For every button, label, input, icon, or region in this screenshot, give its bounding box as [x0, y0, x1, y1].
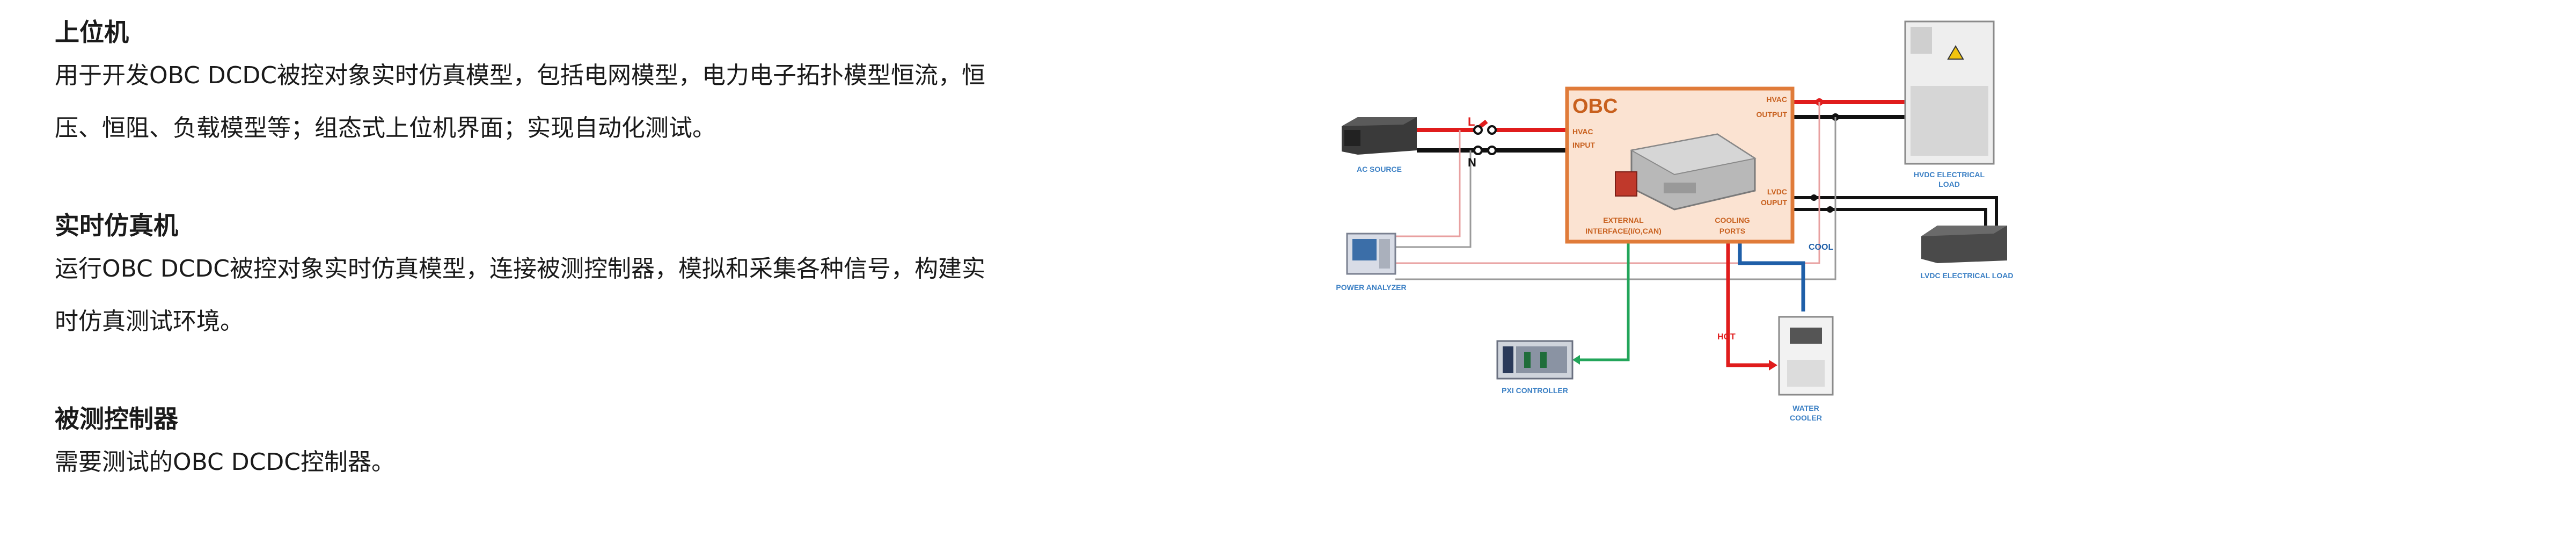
- lvdc-load-device: [1921, 226, 2007, 263]
- line-l-label: L: [1468, 115, 1475, 128]
- hvac-output-label: OUTPUT: [1756, 110, 1787, 119]
- system-diagram-svg: OBC HVAC INPUT HVAC OUTPUT LVDC OUPUT EX…: [1336, 20, 2014, 422]
- junction: [1811, 194, 1817, 201]
- lvdc-load-label: LVDC ELECTRICAL LOAD: [1921, 271, 2014, 280]
- section-line: 需要测试的OBC DCDC控制器。: [55, 448, 395, 476]
- wire-io: [1578, 242, 1630, 361]
- ac-source-device: [1342, 117, 1417, 155]
- section-title-rt-simulator: 实时仿真机: [55, 211, 178, 240]
- section-line: 压、恒阻、负载模型等；组态式上位机界面；实现自动化测试。: [55, 114, 716, 142]
- arrow-head: [1572, 355, 1580, 365]
- water-cooler-device: [1778, 316, 1834, 396]
- ac-source-label: AC SOURCE: [1357, 165, 1402, 173]
- pxi-controller-label: PXI CONTROLLER: [1502, 386, 1568, 395]
- wire-hot: [1726, 242, 1771, 367]
- section-line: 时仿真测试环境。: [55, 308, 244, 335]
- switch-node: [1473, 125, 1483, 135]
- section-line: 运行OBC DCDC被控对象实时仿真模型，连接被测控制器，模拟和采集各种信号，构…: [55, 255, 985, 282]
- cooling-ports-label: COOLING: [1715, 216, 1750, 224]
- probe-line: [1395, 102, 1820, 264]
- section-title-dut: 被测控制器: [55, 404, 178, 433]
- arrow-head: [1769, 360, 1777, 371]
- water-cooler-label: WATER: [1792, 404, 1819, 412]
- switch-node: [1487, 146, 1497, 155]
- hvdc-load-label: LOAD: [1938, 180, 1960, 189]
- lvdc-output-label: LVDC: [1767, 187, 1787, 196]
- obc-box: OBC HVAC INPUT HVAC OUTPUT LVDC OUPUT EX…: [1565, 86, 1795, 244]
- line-n-label: N: [1468, 156, 1476, 169]
- lvdc-output-label: OUPUT: [1761, 198, 1787, 207]
- hvac-input-label: INPUT: [1572, 141, 1595, 149]
- probe-line: [1395, 150, 1472, 248]
- power-analyzer-device: [1346, 233, 1396, 275]
- hvac-output-label: HVAC: [1766, 95, 1787, 104]
- wire-lvdc-pos: [1696, 196, 1998, 226]
- hot-label: HOT: [1717, 332, 1736, 342]
- description-panel: 上位机 用于开发OBC DCDC被控对象实时仿真模型，包括电网模型，电力电子拓扑…: [55, 15, 1074, 489]
- external-interface-label: EXTERNAL: [1603, 216, 1644, 224]
- obc-title: OBC: [1572, 95, 1618, 118]
- switch-node: [1473, 146, 1483, 155]
- external-interface-label: INTERFACE(I/O,CAN): [1585, 227, 1662, 235]
- obc-unit-image: [1615, 133, 1757, 211]
- power-analyzer-label: POWER ANALYZER: [1336, 283, 1406, 292]
- junction: [1827, 206, 1833, 213]
- water-cooler-label: COOLER: [1790, 414, 1822, 422]
- switch-node: [1487, 125, 1497, 135]
- pxi-controller-device: [1496, 340, 1574, 380]
- section-line: 用于开发OBC DCDC被控对象实时仿真模型，包括电网模型，电力电子拓扑模型恒流…: [55, 62, 985, 89]
- cooling-ports-label: PORTS: [1719, 227, 1745, 235]
- system-diagram: OBC HVAC INPUT HVAC OUTPUT LVDC OUPUT EX…: [1299, 11, 2050, 451]
- wire-cool: [1738, 242, 1805, 311]
- hvdc-load-label: HVDC ELECTRICAL: [1914, 170, 1985, 179]
- hvac-input-label: HVAC: [1572, 127, 1593, 136]
- hvdc-load-device: [1904, 20, 1995, 165]
- section-title-host: 上位机: [55, 18, 129, 47]
- probe-line: [1395, 130, 1461, 237]
- probe-line: [1395, 117, 1836, 280]
- cool-label: COOL: [1809, 243, 1833, 252]
